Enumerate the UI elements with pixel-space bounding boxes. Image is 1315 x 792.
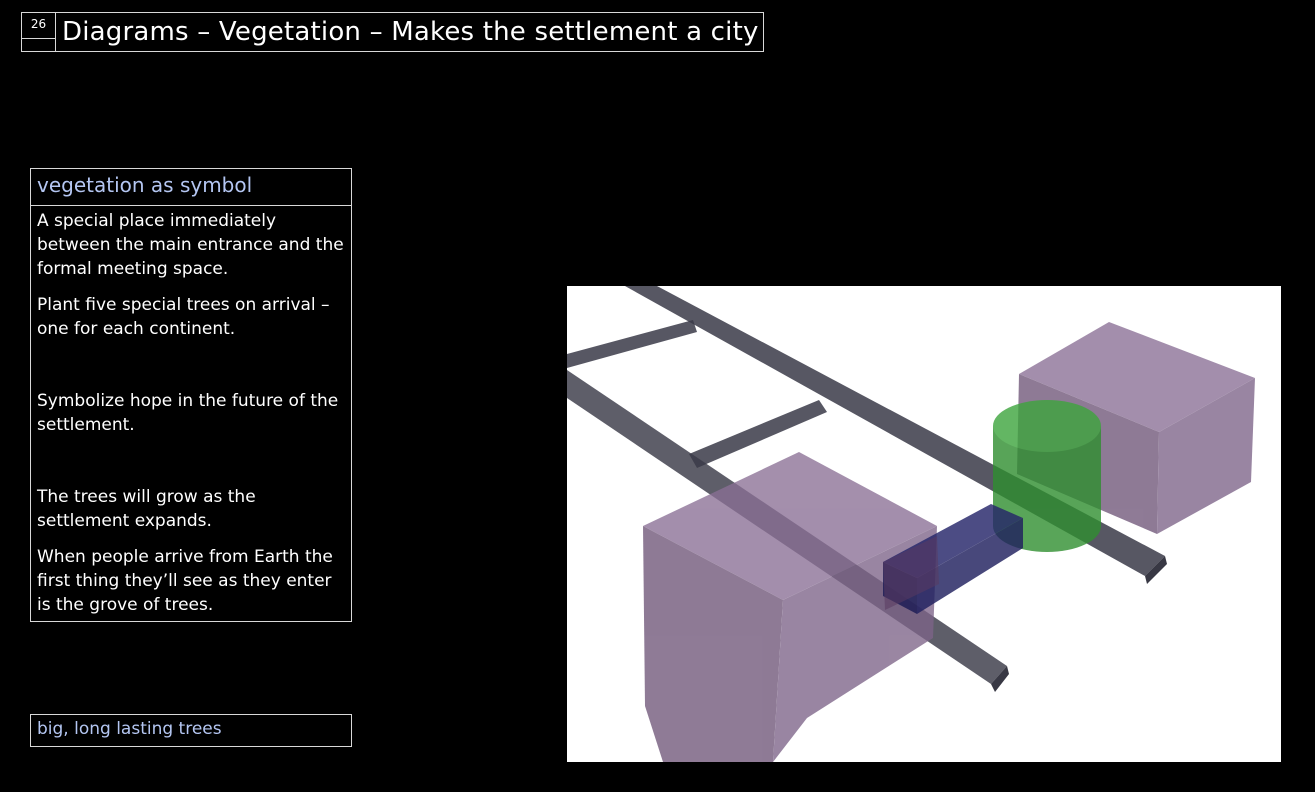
- page-number: 26: [22, 13, 56, 39]
- dark-beam-upper-side: [1145, 556, 1167, 584]
- portal-frame: [883, 536, 939, 610]
- panel-heading: vegetation as symbol: [31, 169, 351, 206]
- page-title: Diagrams – Vegetation – Makes the settle…: [62, 17, 759, 47]
- paragraph-5: When people arrive from Earth the first …: [37, 547, 333, 615]
- dark-beam-lower-tip: [991, 666, 1009, 692]
- page-number-divider: [22, 39, 56, 52]
- dark-beam-cross-middle: [689, 400, 827, 468]
- title-box: 26 Diagrams – Vegetation – Makes the set…: [21, 12, 764, 52]
- paragraph-2: Plant five special trees on arrival – on…: [37, 295, 330, 339]
- paragraph-3: Symbolize hope in the future of the sett…: [37, 391, 339, 435]
- paragraph-4: The trees will grow as the settlement ex…: [37, 487, 256, 531]
- footer-label: big, long lasting trees: [30, 714, 352, 747]
- diagram-svg: [567, 286, 1281, 762]
- dark-beam-cross-top: [567, 320, 697, 368]
- text-panel: vegetation as symbol A special place imm…: [30, 168, 352, 622]
- paragraph-1: A special place immediately between the …: [37, 211, 344, 279]
- panel-body: A special place immediately between the …: [31, 206, 351, 620]
- purple-cube-left: [643, 452, 937, 762]
- vegetation-3d-diagram: [567, 286, 1281, 762]
